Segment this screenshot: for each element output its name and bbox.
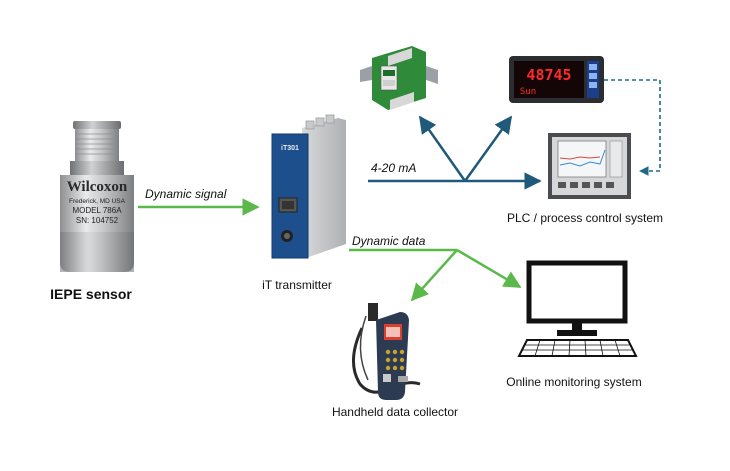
plc-controller-image bbox=[548, 133, 631, 199]
sensor-location: Frederick, MD USA bbox=[69, 198, 126, 205]
current-loop-label: 4-20 mA bbox=[371, 161, 416, 175]
sensor-serial: SN: 104752 bbox=[76, 216, 119, 225]
dynamic-signal-label: Dynamic signal bbox=[145, 187, 227, 201]
transmitter-model-text: iT301 bbox=[281, 145, 299, 152]
plc-label: PLC / process control system bbox=[507, 211, 663, 225]
current-loop-arrows bbox=[368, 115, 542, 190]
handheld-collector-image bbox=[352, 303, 421, 400]
sensor-model: MODEL 786A bbox=[72, 206, 122, 215]
computer-monitor-icon bbox=[517, 260, 638, 357]
meter-readout: 48745 bbox=[526, 66, 571, 84]
dynamic-data-arrows bbox=[349, 248, 522, 302]
sensor-brand: Wilcoxon bbox=[67, 179, 128, 195]
online-monitoring-label: Online monitoring system bbox=[506, 375, 641, 389]
meter-to-plc-dashed-arrow bbox=[604, 79, 661, 176]
it-transmitter-image: iT301 bbox=[271, 114, 346, 259]
iepe-sensor-label: IEPE sensor bbox=[50, 286, 132, 302]
it-transmitter-label: iT transmitter bbox=[262, 278, 332, 292]
iepe-sensor-image: Wilcoxon Frederick, MD USA MODEL 786A SN… bbox=[60, 121, 134, 272]
dynamic-data-label: Dynamic data bbox=[352, 234, 426, 248]
handheld-collector-label: Handheld data collector bbox=[332, 405, 458, 419]
din-rail-module-image bbox=[360, 46, 438, 110]
meter-subtext: Sun bbox=[520, 87, 536, 97]
panel-meter-image: 48745 Sun bbox=[509, 56, 604, 103]
